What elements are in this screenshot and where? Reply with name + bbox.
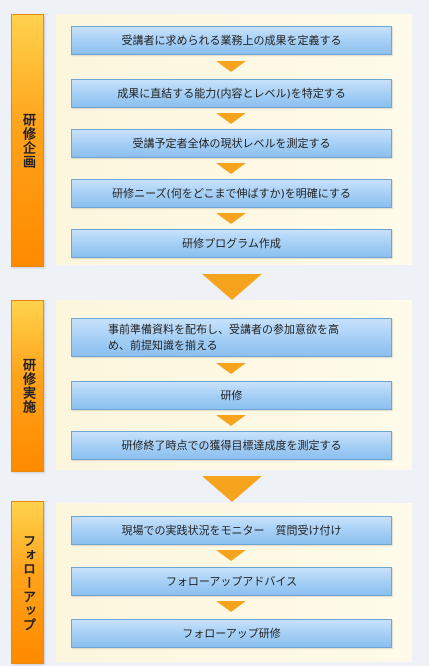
arrow-down-icon	[216, 415, 246, 426]
arrow-down-icon	[216, 61, 246, 72]
arrow-down-icon	[216, 213, 246, 224]
step-identify-abilities: 成果に直結する能力(内容とレベル)を特定する	[71, 79, 392, 108]
arrow-down-icon	[216, 363, 246, 374]
step-define-outcomes: 受講者に求められる業務上の成果を定義する	[71, 26, 392, 55]
step-measure-achievement: 研修終了時点での獲得目標達成度を測定する	[71, 431, 392, 460]
step-measure-current-level: 受講予定者全体の現状レベルを測定する	[71, 129, 392, 158]
arrow-down-icon	[216, 113, 246, 124]
arrow-down-icon	[216, 163, 246, 174]
phase-arrow-down-icon	[202, 476, 262, 502]
step-followup-advice: フォローアップアドバイス	[71, 567, 392, 596]
phase-label-implementation: 研修実施	[11, 300, 44, 472]
step-training: 研修	[71, 381, 392, 410]
phase-label-text: フォローアップ	[20, 533, 35, 632]
phase-label-text: 研修実施	[20, 358, 35, 414]
phase-label-planning: 研修企画	[11, 14, 44, 267]
phase-label-followup: フォローアップ	[11, 501, 44, 664]
arrow-down-icon	[216, 550, 246, 561]
step-followup-training: フォローアップ研修	[71, 619, 392, 648]
step-create-program: 研修プログラム作成	[71, 229, 392, 258]
phase-label-text: 研修企画	[20, 112, 35, 169]
arrow-down-icon	[216, 601, 246, 612]
phase-arrow-down-icon	[202, 274, 262, 300]
step-clarify-needs: 研修ニーズ(何をどこまで伸ばすか)を明確にする	[71, 179, 392, 208]
step-monitor-practice: 現場での実践状況をモニター 質問受け付け	[71, 516, 392, 545]
step-distribute-materials: 事前準備資料を配布し、受講者の参加意欲を高め、前提知識を揃える	[71, 318, 392, 357]
